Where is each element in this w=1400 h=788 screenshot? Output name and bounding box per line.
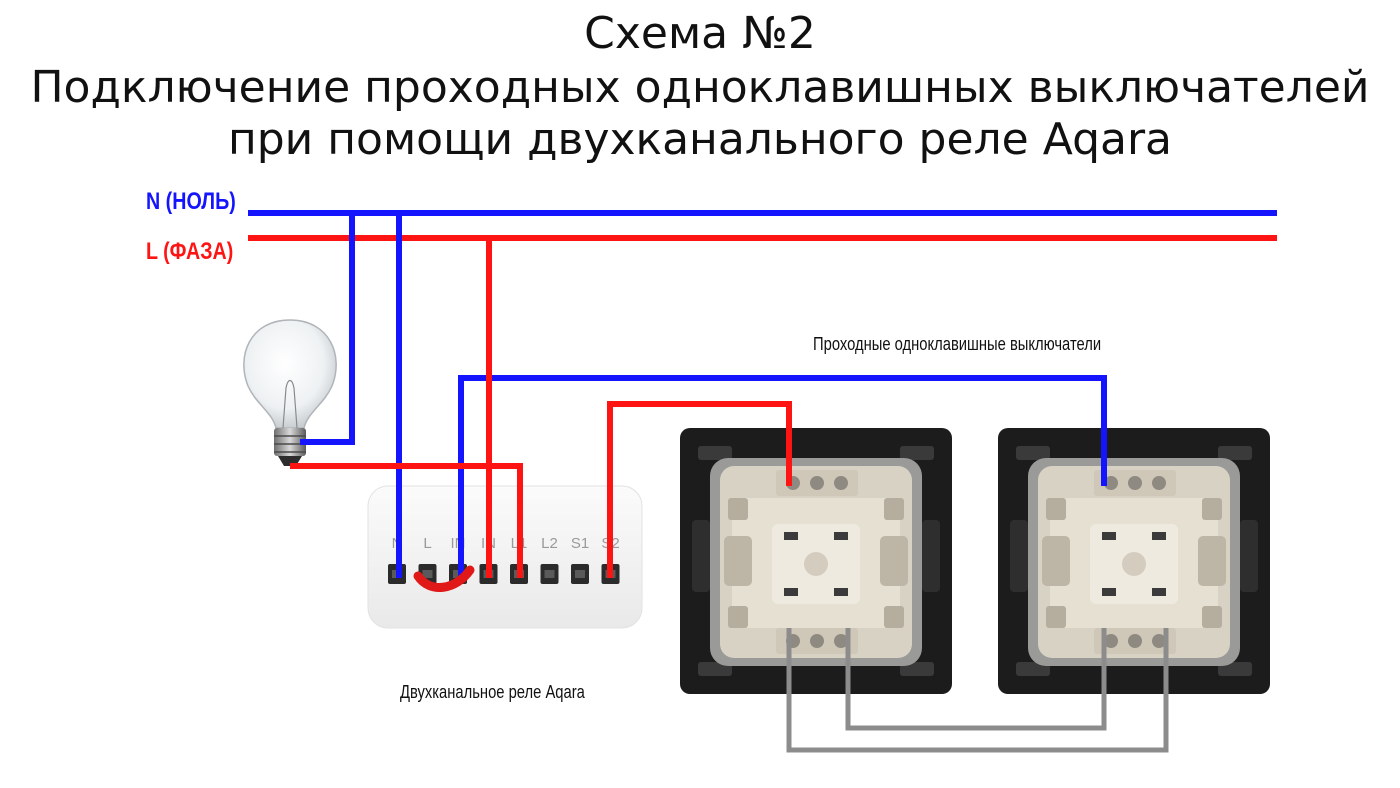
light-bulb-icon: [243, 319, 337, 466]
relay-terminal-label: L: [423, 535, 431, 552]
page-subtitle-line-1: Подключение проходных одноклавишных выкл…: [30, 62, 1370, 113]
relay-terminal-screw: [575, 570, 585, 578]
relay-module-icon: [367, 485, 643, 629]
relay-s2-to-switch-1-wire: [607, 401, 792, 578]
relay-terminal-label: S1: [571, 535, 589, 552]
pass-through-switch-2: [998, 428, 1270, 694]
page-title: Схема №2: [584, 8, 816, 59]
relay-jumper-wire: [413, 565, 475, 592]
pass-through-switch-1: [680, 428, 952, 694]
phase-wire-label: L (ФАЗА): [146, 238, 234, 265]
switches-caption: Проходные одноклавишные выключатели: [813, 334, 1102, 354]
traveler-wire-2: [845, 628, 1107, 731]
relay-in-to-switch-2-wire: [458, 375, 1107, 578]
relay-terminal-label: L2: [541, 535, 558, 552]
neutral-to-lamp-wire: [300, 213, 355, 445]
relay-terminal-screw: [544, 570, 555, 578]
relay-terminal-screw: [422, 570, 433, 578]
traveler-wire-1: [786, 628, 1169, 753]
neutral-wire-label: N (НОЛЬ): [146, 188, 236, 215]
wires: [248, 210, 1277, 753]
page-subtitle-line-2: при помощи двухканального реле Aqara: [227, 114, 1173, 165]
lamp-to-relay-l1-wire: [290, 463, 523, 578]
relay-caption: Двухканальное реле Aqara: [400, 682, 585, 702]
